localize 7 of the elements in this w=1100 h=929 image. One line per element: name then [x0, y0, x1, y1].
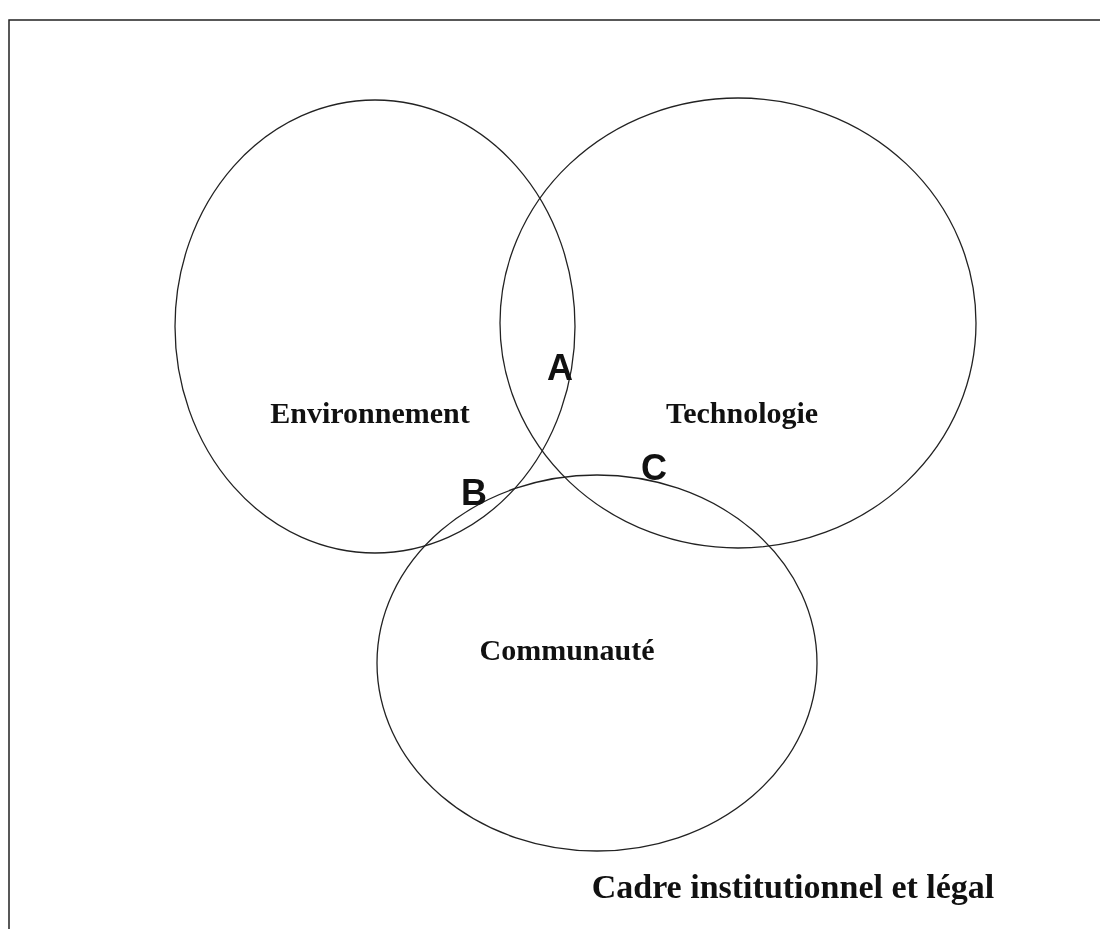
region-letter: A	[547, 347, 573, 389]
circle-label: Environnement	[270, 396, 470, 430]
region-letter: B	[461, 472, 487, 514]
circle-label: Technologie	[665, 396, 819, 430]
frame-title: Cadre institutionnel et légal	[591, 868, 995, 906]
region-letter: C	[641, 447, 667, 489]
circle-label: Communauté	[479, 633, 655, 667]
